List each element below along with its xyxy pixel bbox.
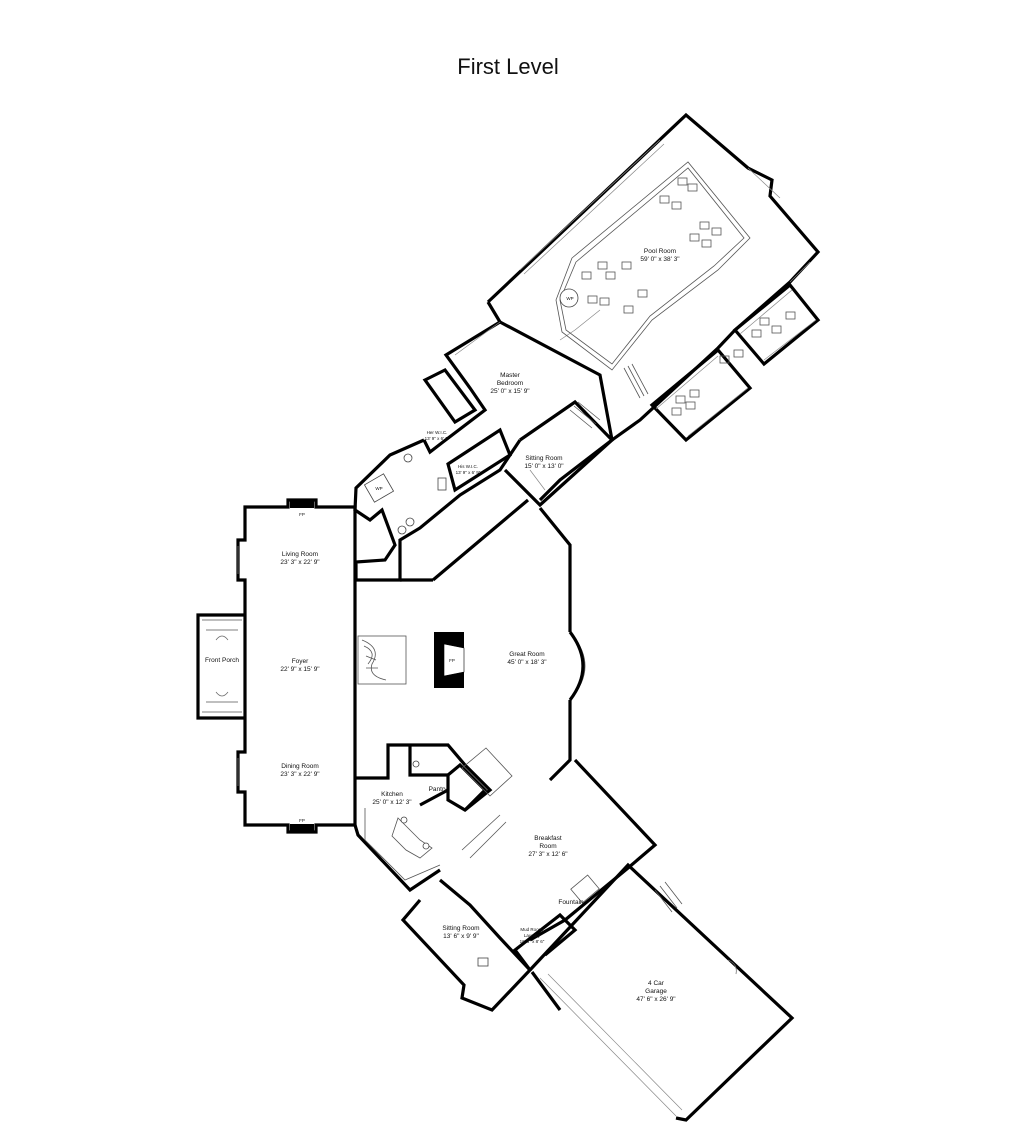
bay-furniture xyxy=(671,311,796,416)
dining-room-label: Dining Room xyxy=(281,763,319,770)
pool-room-walls xyxy=(486,112,821,442)
foyer-dims: 22' 9" x 15' 9" xyxy=(280,666,320,673)
living-fireplace-label: FP xyxy=(299,512,305,517)
foyer-walls xyxy=(243,578,433,718)
pantry-walls xyxy=(419,762,488,812)
sitting-room-upper-label: Sitting Room xyxy=(525,455,562,462)
master-sink-2 xyxy=(405,517,415,527)
breakfast-room-dims: 27' 3" x 12' 6" xyxy=(528,851,568,858)
sitting-room-lower-label: Sitting Room xyxy=(442,925,479,932)
wic-walls xyxy=(422,367,512,493)
breakfast-room-label-1: Breakfast xyxy=(534,835,562,842)
master-bedroom-walls xyxy=(499,320,614,502)
pool-wing-connector-walls xyxy=(422,301,503,455)
master-closet-walls xyxy=(353,438,522,582)
front-doors xyxy=(215,635,229,697)
garage-stairs xyxy=(654,881,683,913)
kitchen-island xyxy=(391,817,433,859)
mud-room-walls xyxy=(512,912,578,971)
wet-bar xyxy=(461,747,513,797)
garage-label-2: Garage xyxy=(645,988,667,995)
kitchen-counters xyxy=(364,808,507,881)
master-bedroom-label-1: Master xyxy=(500,372,521,379)
pool-room-wing: WP Pool Room 59' 0" x 38' 3" xyxy=(422,112,821,455)
powder-toilet xyxy=(412,760,420,768)
kitchen-walls xyxy=(353,743,493,893)
pantry-label: Pantry xyxy=(429,786,449,793)
dining-room-dims: 23' 3" x 22' 9" xyxy=(280,771,320,778)
fountain-label: Fountain xyxy=(558,899,584,906)
living-room-dims: 23' 3" x 22' 9" xyxy=(280,559,320,566)
pool-outline xyxy=(555,161,751,371)
pool-whirlpool-label: WP xyxy=(566,296,573,301)
master-suite: WP Master Bedroom 25' 0" x 15' 9" Sittin… xyxy=(353,320,615,582)
pool-steps xyxy=(623,363,649,399)
front-porch-columns xyxy=(202,619,242,713)
plan-title: First Level xyxy=(457,54,559,79)
sitting-room-lower-dims: 13' 6" x 9' 9" xyxy=(443,933,479,940)
front-porch-walls xyxy=(196,613,245,720)
living-fireplace xyxy=(290,500,314,508)
pool-bays xyxy=(649,282,821,443)
garage-dims: 47' 6" x 26' 9" xyxy=(636,996,676,1003)
dining-fireplace-label: FP xyxy=(299,818,305,823)
master-whirlpool-label: WP xyxy=(375,486,382,491)
fountain-basin xyxy=(570,874,600,904)
mud-room-label-1: Mud Room/ xyxy=(520,927,544,932)
foyer-stair-landing xyxy=(357,635,407,685)
kitchen-label: Kitchen xyxy=(381,791,403,798)
garage-doors xyxy=(539,973,683,1117)
pool-room-dims: 59' 0" x 38' 3" xyxy=(640,256,680,263)
great-room-fireplace-label: FP xyxy=(449,658,455,663)
breakfast-room-label-2: Room xyxy=(539,843,556,850)
pool-bay-upper-walls xyxy=(732,282,821,367)
breakfast-room-walls xyxy=(529,758,658,942)
garage-walls xyxy=(528,862,795,1122)
kitchen-dims: 25' 0" x 12' 3" xyxy=(372,799,412,806)
her-wic-label: Her W.I.C. xyxy=(427,430,448,435)
great-room-label: Great Room xyxy=(509,651,544,658)
pool-furniture xyxy=(581,177,722,314)
master-shower xyxy=(437,477,447,491)
his-wic-label: His W.I.C. xyxy=(458,464,478,469)
great-room-walls xyxy=(431,498,572,782)
master-toilet xyxy=(403,453,413,463)
kitchen-area: Kitchen 25' 0" x 12' 3" Pantry xyxy=(353,743,513,893)
living-room-label: Living Room xyxy=(282,551,318,558)
foyer-label: Foyer xyxy=(292,658,309,665)
his-wic-dims: 13' 9" x 6' 9" xyxy=(456,470,481,475)
mud-room-label-2: Laundry xyxy=(524,933,541,938)
her-wic-dims: 13' 9" x 6' 6" xyxy=(425,436,450,441)
pool-bay-lower-walls xyxy=(649,347,753,443)
sitting-room-upper-walls xyxy=(503,399,615,508)
sitting-room-lower-walls xyxy=(400,878,533,1012)
great-room: FP Great Room 45' 0" x 18' 3" xyxy=(357,498,586,782)
garage-label-1: 4 Car xyxy=(648,980,665,987)
sitting-lower-cabinet xyxy=(477,957,489,967)
pool-room-windows xyxy=(519,139,811,341)
master-bedroom-dims: 25' 0" x 15' 9" xyxy=(490,388,530,395)
master-sink-1 xyxy=(397,525,407,535)
dining-room-walls xyxy=(236,718,357,834)
great-room-dims: 45' 0" x 18' 3" xyxy=(507,659,547,666)
pool-room-label: Pool Room xyxy=(644,248,676,255)
sitting-stairs xyxy=(569,401,601,429)
master-bedroom-label-2: Bedroom xyxy=(497,380,523,387)
window-marks xyxy=(237,309,601,786)
dining-fireplace xyxy=(290,824,314,832)
living-room-walls xyxy=(236,498,357,615)
sitting-room-upper-dims: 15' 0" x 13' 0" xyxy=(524,463,564,470)
front-rooms: FP FP Living Room 23' 3" x 22' 9" Foyer … xyxy=(196,498,433,834)
master-whirlpool-tub xyxy=(363,473,395,503)
breakfast-wing: Breakfast Room 27' 3" x 12' 6" Fountain … xyxy=(400,758,658,1012)
foyer-staircase xyxy=(361,639,387,681)
front-porch-label: Front Porch xyxy=(205,657,239,664)
mud-room-dims: 16' 3" x 8' 6" xyxy=(520,939,545,944)
garage: 4 Car Garage 47' 6" x 26' 9" xyxy=(528,862,795,1122)
pool-whirlpool xyxy=(559,288,579,308)
